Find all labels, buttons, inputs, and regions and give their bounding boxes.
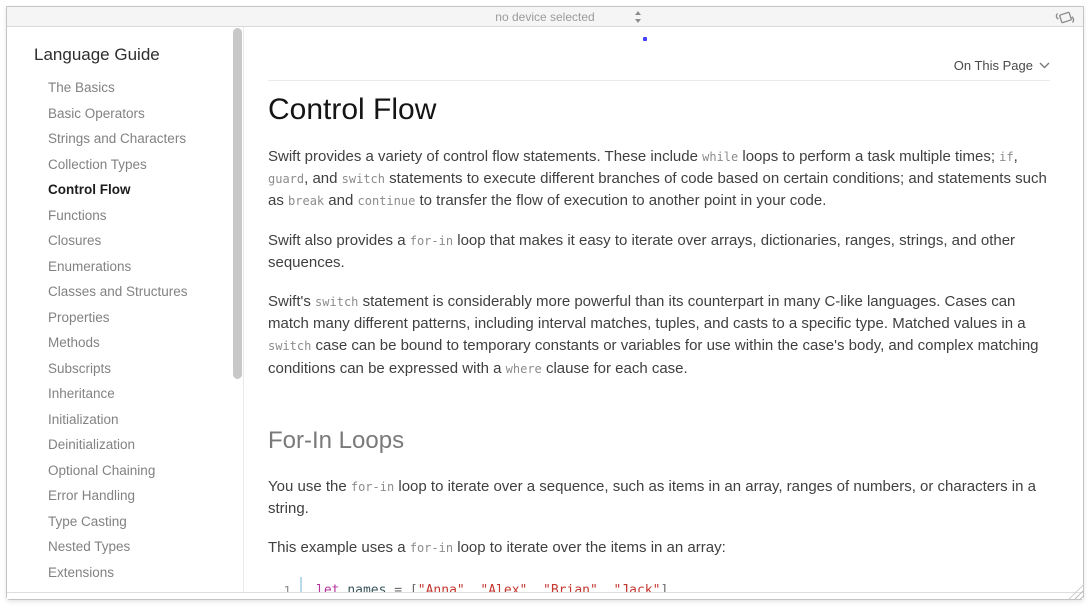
window-bottom-strip xyxy=(7,584,1083,599)
inline-code: if xyxy=(999,150,1014,164)
page-title: Control Flow xyxy=(268,93,437,126)
inline-code: for-in xyxy=(350,479,395,494)
text-run: , and xyxy=(304,170,342,188)
text-run: to transfer the flow of execution to ano… xyxy=(415,192,827,210)
sidebar-item-properties[interactable]: Properties xyxy=(48,309,110,325)
code-text: let names = ["Anna", "Alex", "Brian", "J… xyxy=(302,577,669,593)
paragraph: You use the for-in loop to iterate over … xyxy=(268,476,1050,520)
text-run: and xyxy=(324,192,358,210)
stepper-down-arrow-icon xyxy=(635,19,641,23)
rotate-device-icon[interactable] xyxy=(1053,9,1077,28)
inline-code: where xyxy=(505,361,542,376)
sidebar-item-methods[interactable]: Methods xyxy=(48,335,100,350)
sidebar-item-basic-operators[interactable]: Basic Operators xyxy=(48,105,145,121)
sidebar-item-inheritance[interactable]: Inheritance xyxy=(48,386,115,401)
code-token xyxy=(339,583,347,592)
text-run: loop that makes it easy to iterate over … xyxy=(268,231,1016,271)
text-run: Swift provides a variety of control flow… xyxy=(268,148,703,165)
sidebar-item-nested-types[interactable]: Nested Types xyxy=(48,539,131,554)
paragraph: Swift provides a variety of control flow… xyxy=(268,146,1050,213)
sidebar-item-optional-chaining[interactable]: Optional Chaining xyxy=(48,462,156,478)
inline-code: switch xyxy=(315,295,359,310)
code-token: ] xyxy=(660,583,669,593)
chevron-down-icon xyxy=(1039,62,1050,69)
inline-code: continue xyxy=(357,194,416,209)
text-run: clause for each case. xyxy=(541,359,688,377)
sidebar-item-classes-and-structures[interactable]: Classes and Structures xyxy=(48,284,188,299)
code-token: names xyxy=(347,583,387,593)
sidebar-item-error-handling[interactable]: Error Handling xyxy=(48,488,136,503)
text-run: loop to iterate over the items in an arr… xyxy=(453,539,726,557)
inline-code: while xyxy=(702,150,739,164)
inline-code: guard xyxy=(268,172,305,187)
inline-code: switch xyxy=(268,339,312,354)
sidebar-item-functions[interactable]: Functions xyxy=(48,207,107,223)
code-token: = [ xyxy=(386,583,418,593)
code-token: "Jack" xyxy=(613,583,661,593)
inline-code: for-in xyxy=(409,541,454,556)
sidebar-item-control-flow[interactable]: Control Flow xyxy=(48,182,131,197)
code-token: , xyxy=(464,583,481,593)
code-token: , xyxy=(527,583,544,593)
device-selector-dropdown[interactable]: no device selected xyxy=(495,10,595,24)
content-area: On This Page Control Flow Swift provides… xyxy=(245,27,1071,592)
inline-code: break xyxy=(288,194,325,209)
text-run: statement is considerably more powerful … xyxy=(268,293,1026,333)
text-run: case can be bound to temporary constants… xyxy=(268,337,1039,377)
code-token: "Alex" xyxy=(480,583,528,593)
article: On This Page Control Flow Swift provides… xyxy=(245,27,1071,593)
paragraph: This example uses a for-in loop to itera… xyxy=(268,537,1050,559)
text-run: loops to perform a task multiple times; xyxy=(738,148,1000,165)
sidebar-item-initialization[interactable]: Initialization xyxy=(48,411,119,427)
sidebar-item-subscripts[interactable]: Subscripts xyxy=(48,360,112,376)
text-run: Swift's xyxy=(268,293,316,311)
text-run: statements to execute different branches… xyxy=(268,170,1047,210)
sidebar-item-extensions[interactable]: Extensions xyxy=(48,564,115,580)
sidebar-item-deinitialization[interactable]: Deinitialization xyxy=(48,437,136,452)
on-this-page-dropdown[interactable]: On This Page xyxy=(954,58,1050,73)
stepper-up-arrow-icon xyxy=(635,11,641,15)
sidebar-item-collection-types[interactable]: Collection Types xyxy=(48,156,147,172)
window-top-bar: no device selected xyxy=(7,7,1083,27)
on-this-page-label: On This Page xyxy=(953,58,1033,73)
code-token: "Anna" xyxy=(417,583,465,593)
sidebar-item-closures[interactable]: Closures xyxy=(48,233,102,248)
inline-code: for-in xyxy=(409,233,454,248)
sidebar-item-type-casting[interactable]: Type Casting xyxy=(48,513,127,529)
page-header: On This Page xyxy=(268,27,1050,81)
section-heading-for-in-loops: For-In Loops xyxy=(268,426,405,454)
sidebar-item-strings-and-characters[interactable]: Strings and Characters xyxy=(48,131,187,146)
line-number: 1 xyxy=(278,577,302,592)
sidebar-item-the-basics[interactable]: The Basics xyxy=(48,80,115,95)
code-token: let xyxy=(316,583,340,593)
loading-dot-icon xyxy=(643,37,647,41)
paragraph: Swift also provides a for-in loop that m… xyxy=(268,230,1050,274)
text-run: You use the xyxy=(268,477,351,495)
text-run: , xyxy=(1013,148,1018,165)
text-run: loop to iterate over a sequence, such as… xyxy=(268,477,1036,518)
app-window: no device selected Language Guide The Ba… xyxy=(6,6,1084,600)
sidebar-item-enumerations[interactable]: Enumerations xyxy=(48,258,132,274)
paragraph: Swift's switch statement is considerably… xyxy=(268,291,1050,380)
code-token: "Brian" xyxy=(543,583,598,593)
inline-code: switch xyxy=(341,172,386,187)
device-selector-stepper-icon[interactable] xyxy=(635,11,642,23)
text-run: Swift also provides a xyxy=(268,231,410,249)
article-body: Swift provides a variety of control flow… xyxy=(268,146,1050,593)
sidebar-title: Language Guide xyxy=(34,45,160,64)
text-run: This example uses a xyxy=(268,539,410,557)
sidebar-scrollbar-thumb[interactable] xyxy=(233,28,242,379)
code-token: , xyxy=(597,583,614,593)
